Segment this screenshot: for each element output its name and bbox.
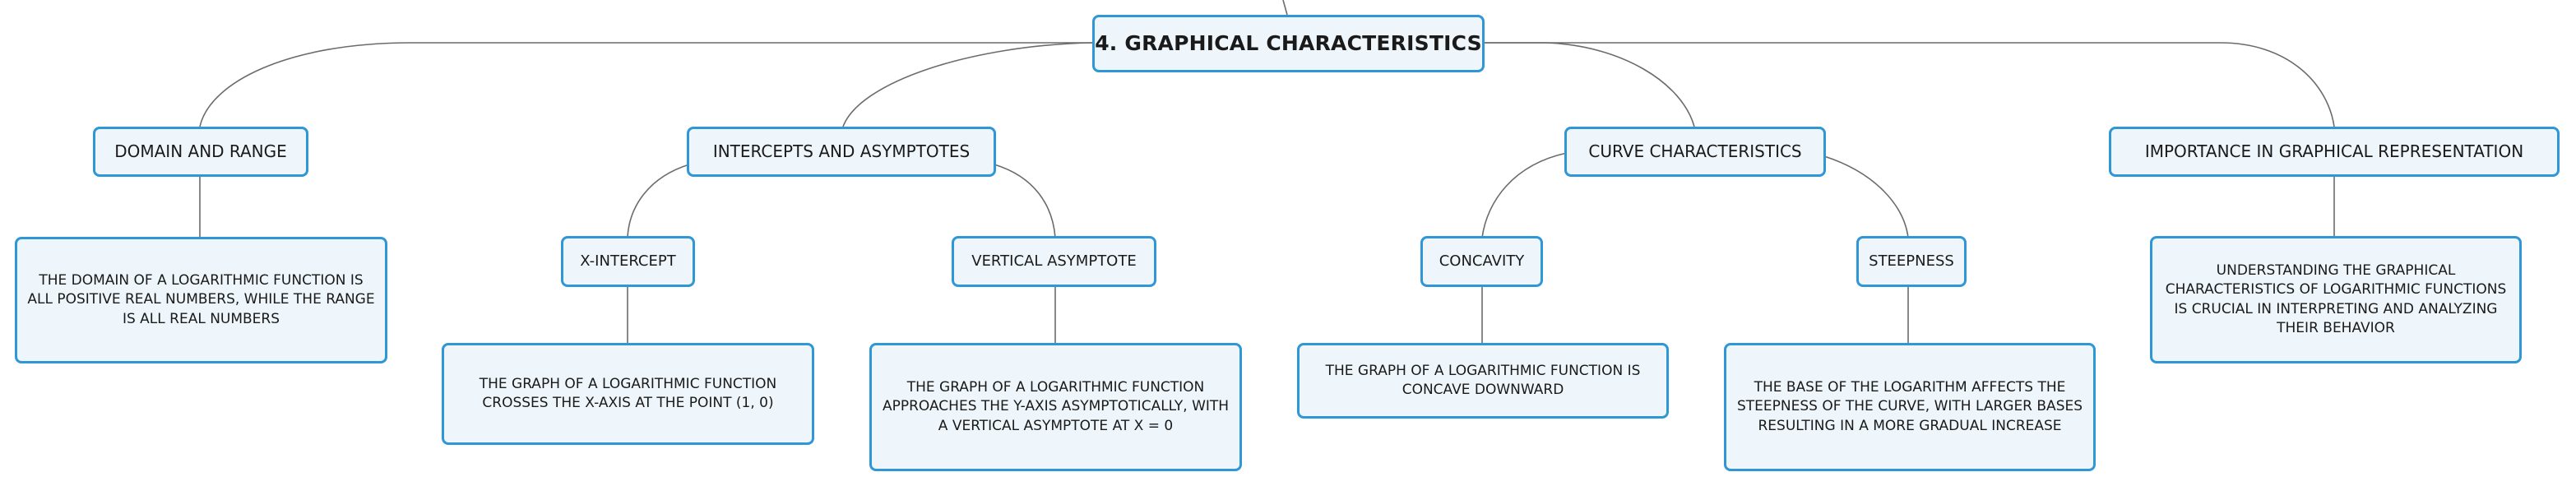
node-steepness-label: STEEPNESS	[1869, 252, 1954, 270]
node-concavity[interactable]: CONCAVITY	[1420, 236, 1543, 287]
branch-curve-characteristics-label: CURVE CHARACTERISTICS	[1588, 141, 1802, 161]
connector-intercepts-to-x-intercept	[627, 164, 690, 238]
connector-curve-to-steepness	[1823, 155, 1909, 238]
detail-x-intercept-text: THE GRAPH OF A LOGARITHMIC FUNCTION CROS…	[479, 375, 777, 411]
branch-intercepts-and-asymptotes[interactable]: INTERCEPTS AND ASYMPTOTES	[687, 127, 996, 177]
branch-importance-in-graphical-representation[interactable]: IMPORTANCE IN GRAPHICAL REPRESENTATION	[2109, 127, 2560, 177]
detail-importance[interactable]: UNDERSTANDING THE GRAPHICAL CHARACTERIST…	[2150, 236, 2522, 363]
detail-importance-text: UNDERSTANDING THE GRAPHICAL CHARACTERIST…	[2165, 262, 2507, 336]
node-steepness[interactable]: STEEPNESS	[1856, 236, 1967, 287]
detail-concavity[interactable]: THE GRAPH OF A LOGARITHMIC FUNCTION IS C…	[1297, 343, 1669, 419]
connector-root-to-domain-range	[199, 42, 1092, 127]
branch-importance-label: IMPORTANCE IN GRAPHICAL REPRESENTATION	[2144, 141, 2524, 161]
detail-concavity-text: THE GRAPH OF A LOGARITHMIC FUNCTION IS C…	[1325, 362, 1641, 398]
connector-root-to-importance	[1485, 42, 2335, 127]
connector-root-to-curve	[1485, 42, 1695, 127]
branch-intercepts-and-asymptotes-label: INTERCEPTS AND ASYMPTOTES	[712, 141, 971, 161]
root-node[interactable]: 4. GRAPHICAL CHARACTERISTICS	[1092, 15, 1485, 72]
detail-vertical-asymptote-text: THE GRAPH OF A LOGARITHMIC FUNCTION APPR…	[882, 378, 1230, 434]
connector-intercepts-to-vertical-asymptote	[994, 164, 1056, 238]
node-concavity-label: CONCAVITY	[1439, 252, 1525, 270]
detail-vertical-asymptote[interactable]: THE GRAPH OF A LOGARITHMIC FUNCTION APPR…	[869, 343, 1242, 471]
detail-steepness[interactable]: THE BASE OF THE LOGARITHM AFFECTS THE ST…	[1724, 343, 2096, 471]
connector-parent-to-root	[1282, 0, 1288, 16]
node-vertical-asymptote[interactable]: VERTICAL ASYMPTOTE	[952, 236, 1156, 287]
connector-curve-to-concavity	[1481, 152, 1568, 238]
detail-steepness-text: THE BASE OF THE LOGARITHM AFFECTS THE ST…	[1736, 378, 2083, 434]
branch-domain-and-range[interactable]: DOMAIN AND RANGE	[93, 127, 308, 177]
detail-x-intercept[interactable]: THE GRAPH OF A LOGARITHMIC FUNCTION CROS…	[442, 343, 814, 445]
branch-domain-and-range-label: DOMAIN AND RANGE	[114, 141, 287, 161]
detail-domain-and-range-text: THE DOMAIN OF A LOGARITHMIC FUNCTION IS …	[27, 271, 375, 327]
node-x-intercept-label: X-INTERCEPT	[580, 252, 676, 270]
connector-root-to-intercepts	[842, 42, 1093, 127]
branch-curve-characteristics[interactable]: CURVE CHARACTERISTICS	[1564, 127, 1826, 177]
node-vertical-asymptote-label: VERTICAL ASYMPTOTE	[971, 252, 1137, 270]
detail-domain-and-range[interactable]: THE DOMAIN OF A LOGARITHMIC FUNCTION IS …	[15, 237, 387, 363]
node-x-intercept[interactable]: X-INTERCEPT	[561, 236, 695, 287]
root-label: 4. GRAPHICAL CHARACTERISTICS	[1095, 30, 1482, 55]
